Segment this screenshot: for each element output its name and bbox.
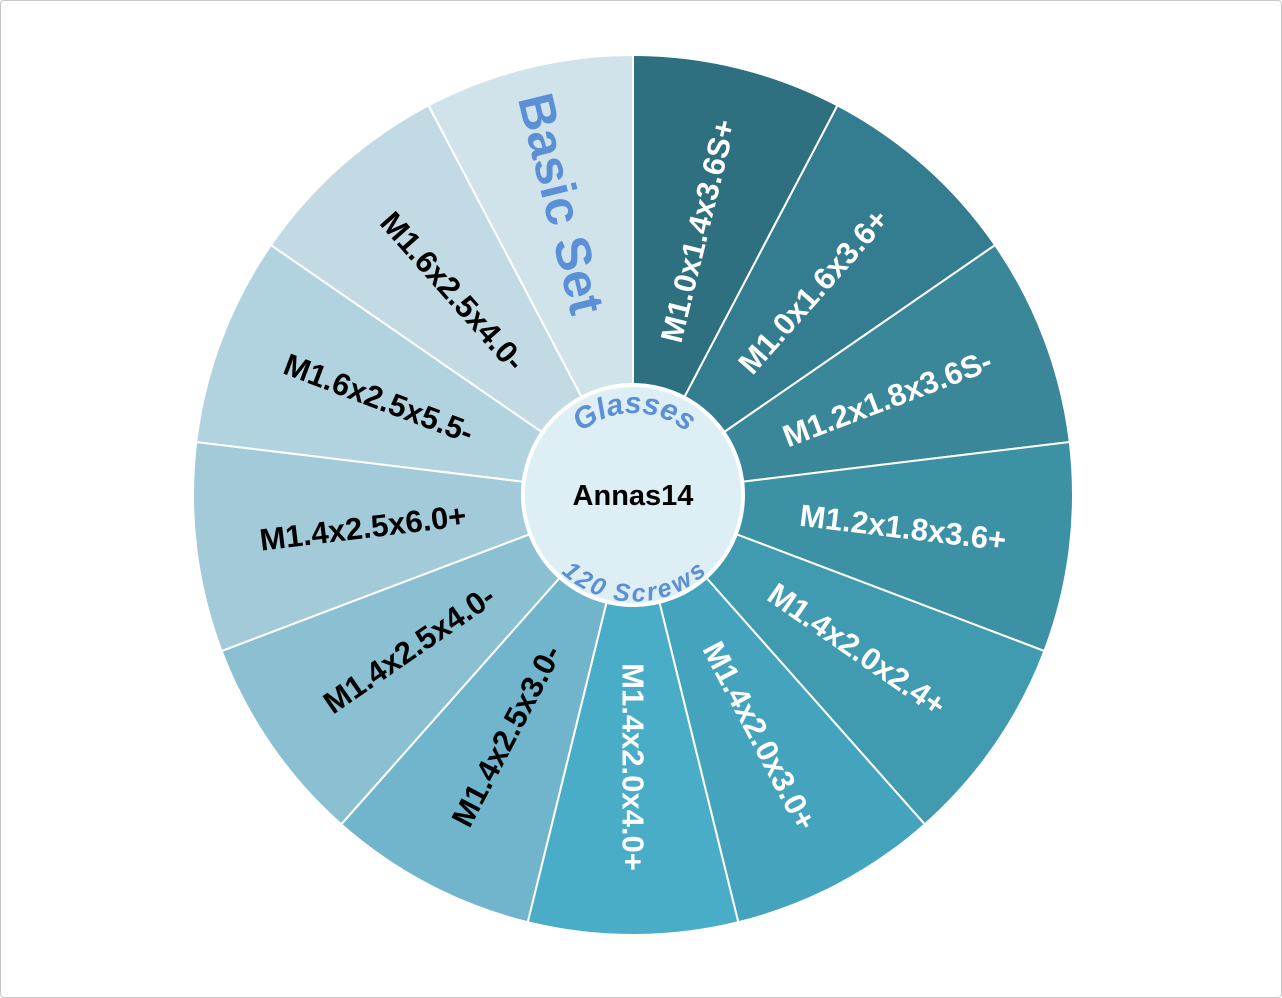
wheel-segment bbox=[195, 243, 634, 496]
wheel-segment bbox=[632, 494, 1046, 826]
segment-label: M1.4x2.0x4.0+ bbox=[616, 663, 651, 871]
wheel-segment bbox=[632, 104, 997, 496]
wheel-segment bbox=[632, 243, 1071, 496]
wheel-segment bbox=[526, 494, 740, 936]
wheel-segment bbox=[632, 53, 839, 496]
wheel-segment bbox=[220, 494, 634, 826]
wheel-segment bbox=[427, 53, 634, 496]
wheel-segment bbox=[632, 494, 927, 924]
wheel-segment bbox=[269, 104, 634, 496]
wheel-segment bbox=[339, 494, 634, 924]
center-hub bbox=[521, 383, 745, 607]
center-title: Annas14 bbox=[573, 480, 694, 512]
